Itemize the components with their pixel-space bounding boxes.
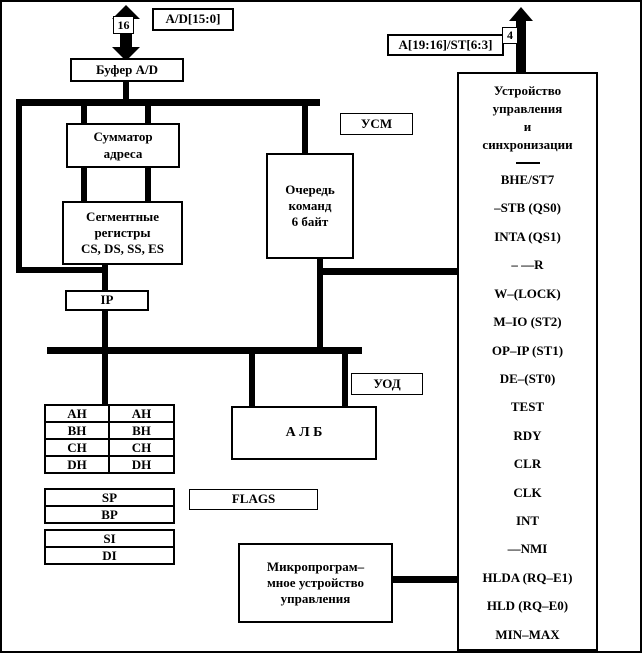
instruction-queue-label-line1: Очередь [285, 181, 335, 197]
register-cell: SI [46, 531, 173, 546]
ip-register-label: IP [100, 292, 114, 308]
cu-title-line1: Устройство [493, 83, 562, 98]
segment-registers-label-line1: Сегментные [86, 208, 159, 224]
adder-to-segments-connector-2 [145, 166, 151, 203]
signal-hlda-rq-e1: HLDA (RQ–E1) [482, 569, 573, 585]
ad-bus-label-box: A/D[15:0] [152, 8, 234, 31]
segment-registers-box: Сегментные регистры CS, DS, SS, ES [62, 201, 183, 265]
uod-label-box: УОД [351, 373, 423, 395]
mcu-label-line1: Микропрограм– [266, 558, 365, 574]
register-cell: SP [46, 490, 173, 505]
register-cell: DI [46, 548, 173, 563]
signal-rdy: RDY [513, 427, 542, 443]
control-sync-unit-title: Устройство управления и синхронизации [482, 82, 572, 154]
adder-to-segments-connector-1 [81, 166, 87, 203]
register-cell: BH [46, 423, 108, 438]
queue-to-bus-connector [317, 257, 323, 349]
cu-separator-line [515, 162, 540, 164]
signal-test: TEST [510, 399, 545, 415]
instruction-queue-box: Очередь команд 6 байт [266, 153, 354, 259]
register-cell: CH [46, 440, 108, 455]
address-adder-label-line2: адреса [103, 145, 143, 161]
register-cell: BP [46, 507, 173, 522]
segment-registers-label-line2: регистры [94, 224, 151, 240]
lower-bus-line [47, 347, 362, 354]
register-cell: CH [110, 440, 173, 455]
address-adder-label-line1: Сумматор [93, 129, 153, 145]
mcu-label-line3: управления [280, 591, 351, 607]
ad-buffer-box: Буфер А/D [70, 58, 184, 82]
usm-label-box: УСМ [340, 113, 413, 135]
flags-register-box: FLAGS [189, 489, 318, 510]
register-cell: DH [110, 457, 173, 472]
a19-bus-label: A[19:16]/ST[6:3] [398, 36, 493, 52]
signal-nmi: ––NMI [507, 541, 548, 557]
signal-w-lock: W–(LOCK) [494, 285, 561, 301]
ad-bus-width-tag: 16 [113, 16, 134, 34]
usm-label: УСМ [360, 115, 393, 131]
signal-r: – ––R [511, 257, 544, 273]
ip-register-box: IP [65, 290, 149, 311]
alu-box: А Л Б [231, 406, 377, 460]
segment-registers-label-line3: CS, DS, SS, ES [80, 241, 165, 257]
a19-bus-width-label: 4 [507, 28, 513, 42]
mcu-label-line2: мное устройство [266, 574, 365, 590]
bus-to-registers-connector [102, 352, 108, 405]
signal-op-ip-st1: OP–IP (ST1) [491, 342, 564, 358]
cu-signal-list: BHE/ST7 –STB (QS0) INTA (QS1) – ––R W–(L… [459, 166, 596, 649]
a19-bus-label-box: A[19:16]/ST[6:3] [387, 34, 504, 56]
register-cell: AH [46, 406, 108, 421]
index-registers-table: SI DI [44, 529, 175, 565]
segments-to-ip-connector [102, 263, 108, 291]
mcu-to-control-unit-line [391, 576, 459, 583]
signal-min-max: MIN–MAX [495, 626, 560, 642]
signal-de-st0: DE–(ST0) [499, 370, 556, 386]
signal-int: INT [515, 512, 540, 528]
ad-buffer-label: Буфер А/D [95, 61, 159, 77]
cu-title-line2: управления [492, 101, 563, 116]
signal-clk: CLK [513, 484, 542, 500]
cu-title-line4: синхронизации [482, 137, 573, 152]
signal-bhe-st7: BHE/ST7 [500, 172, 555, 188]
left-bus-horizontal-line [16, 267, 108, 273]
bus-to-alu-connector-2 [342, 352, 348, 408]
pointer-registers-table: SP BP [44, 488, 175, 524]
ad-bus-label: A/D[15:0] [165, 11, 221, 27]
signal-inta-qs1: INTA (QS1) [494, 228, 561, 244]
signal-stb-qs0: –STB (QS0) [494, 200, 561, 216]
register-cell: DH [46, 457, 108, 472]
signal-hld-rq-e0: HLD (RQ–E0) [486, 598, 569, 614]
bus-to-queue-connector [302, 104, 308, 154]
ad-bus-width-label: 16 [117, 17, 130, 32]
general-registers-table: AH AH BH BH CH CH DH DH [44, 404, 175, 474]
register-cell: BH [110, 423, 173, 438]
buffer-to-bus-connector [123, 80, 129, 100]
uod-label: УОД [373, 375, 401, 391]
left-bus-vertical-line [16, 99, 22, 273]
flags-label: FLAGS [231, 491, 276, 507]
bus-to-alu-connector-1 [249, 352, 255, 408]
ip-to-bus-connector [102, 309, 108, 349]
up-arrow-icon [509, 7, 533, 73]
bus-to-adder-connector-2 [145, 104, 151, 124]
instruction-queue-label-line2: команд [288, 197, 332, 213]
queue-to-control-unit-line [317, 268, 459, 275]
control-sync-unit-box: Устройство управления и синхронизации BH… [457, 72, 598, 651]
alu-label: А Л Б [285, 425, 323, 441]
microprogram-control-unit-box: Микропрограм– мное устройство управления [238, 543, 393, 623]
a19-bus-width-tag: 4 [502, 27, 518, 44]
upper-bus-line [16, 99, 320, 106]
cu-title-line3: и [523, 119, 532, 134]
bus-to-adder-connector-1 [81, 104, 87, 124]
address-adder-box: Сумматор адреса [66, 123, 180, 168]
signal-m-io-st2: M–IO (ST2) [493, 314, 562, 330]
instruction-queue-label-line3: 6 байт [291, 214, 329, 230]
signal-clr: CLR [513, 456, 542, 472]
register-cell: AH [110, 406, 173, 421]
